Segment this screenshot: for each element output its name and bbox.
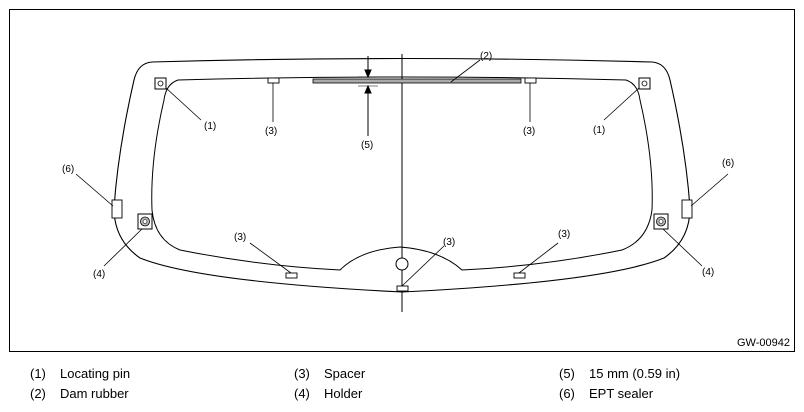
callout-spacer-top-left: (3) xyxy=(265,126,277,137)
glass-outer-outline xyxy=(113,57,691,293)
legend-item-5: (5) 15 mm (0.59 in) xyxy=(559,366,680,381)
legend-label: Dam rubber xyxy=(60,386,129,401)
legend-item-4: (4) Holder xyxy=(294,386,362,401)
callout-ept-sealer-left: (6) xyxy=(62,164,74,175)
leader-lines xyxy=(75,59,729,287)
center-hole xyxy=(395,257,409,271)
legend-label: Holder xyxy=(324,386,363,401)
legend-number: (5) xyxy=(559,366,575,381)
holder-left xyxy=(137,213,153,230)
locating-pin-left xyxy=(154,77,167,90)
callout-locating-pin-right: (1) xyxy=(593,125,605,136)
legend-label: 15 mm (0.59 in) xyxy=(589,366,681,381)
legend-number: (2) xyxy=(30,386,46,401)
figure-id: GW-00942 xyxy=(737,337,790,349)
callout-spacer-bottom-left: (3) xyxy=(234,232,246,243)
diagram-frame xyxy=(9,9,795,352)
legend-number: (4) xyxy=(294,386,310,401)
ept-sealer-left xyxy=(111,199,123,219)
legend-item-2: (2) Dam rubber xyxy=(30,386,129,401)
callout-spacer-bottom-right: (3) xyxy=(558,229,570,240)
callout-dam-rubber: (2) xyxy=(480,51,492,62)
callout-dimension: (5) xyxy=(361,140,373,151)
legend-label: Spacer xyxy=(324,366,366,381)
legend-item-3: (3) Spacer xyxy=(294,366,365,381)
callout-holder-right: (4) xyxy=(702,267,714,278)
ept-sealer-right xyxy=(681,199,693,219)
callout-ept-sealer-right: (6) xyxy=(722,158,734,169)
holder-right xyxy=(653,213,669,230)
legend-label: EPT sealer xyxy=(589,386,654,401)
callout-spacer-bottom-center: (3) xyxy=(443,237,455,248)
dam-rubber-strip xyxy=(312,78,522,84)
legend-item-6: (6) EPT sealer xyxy=(559,386,653,401)
legend-item-1: (1) Locating pin xyxy=(30,366,130,381)
callout-spacer-top-right: (3) xyxy=(523,126,535,137)
legend-label: Locating pin xyxy=(60,366,131,381)
spacers xyxy=(267,77,537,292)
legend-number: (1) xyxy=(30,366,46,381)
legend-number: (6) xyxy=(559,386,575,401)
glass-inner-outline xyxy=(151,76,653,271)
callout-holder-left: (4) xyxy=(93,269,105,280)
dimension-arrows xyxy=(358,56,378,136)
callout-locating-pin-left: (1) xyxy=(204,121,216,132)
legend-number: (3) xyxy=(294,366,310,381)
locating-pin-right xyxy=(638,77,651,90)
